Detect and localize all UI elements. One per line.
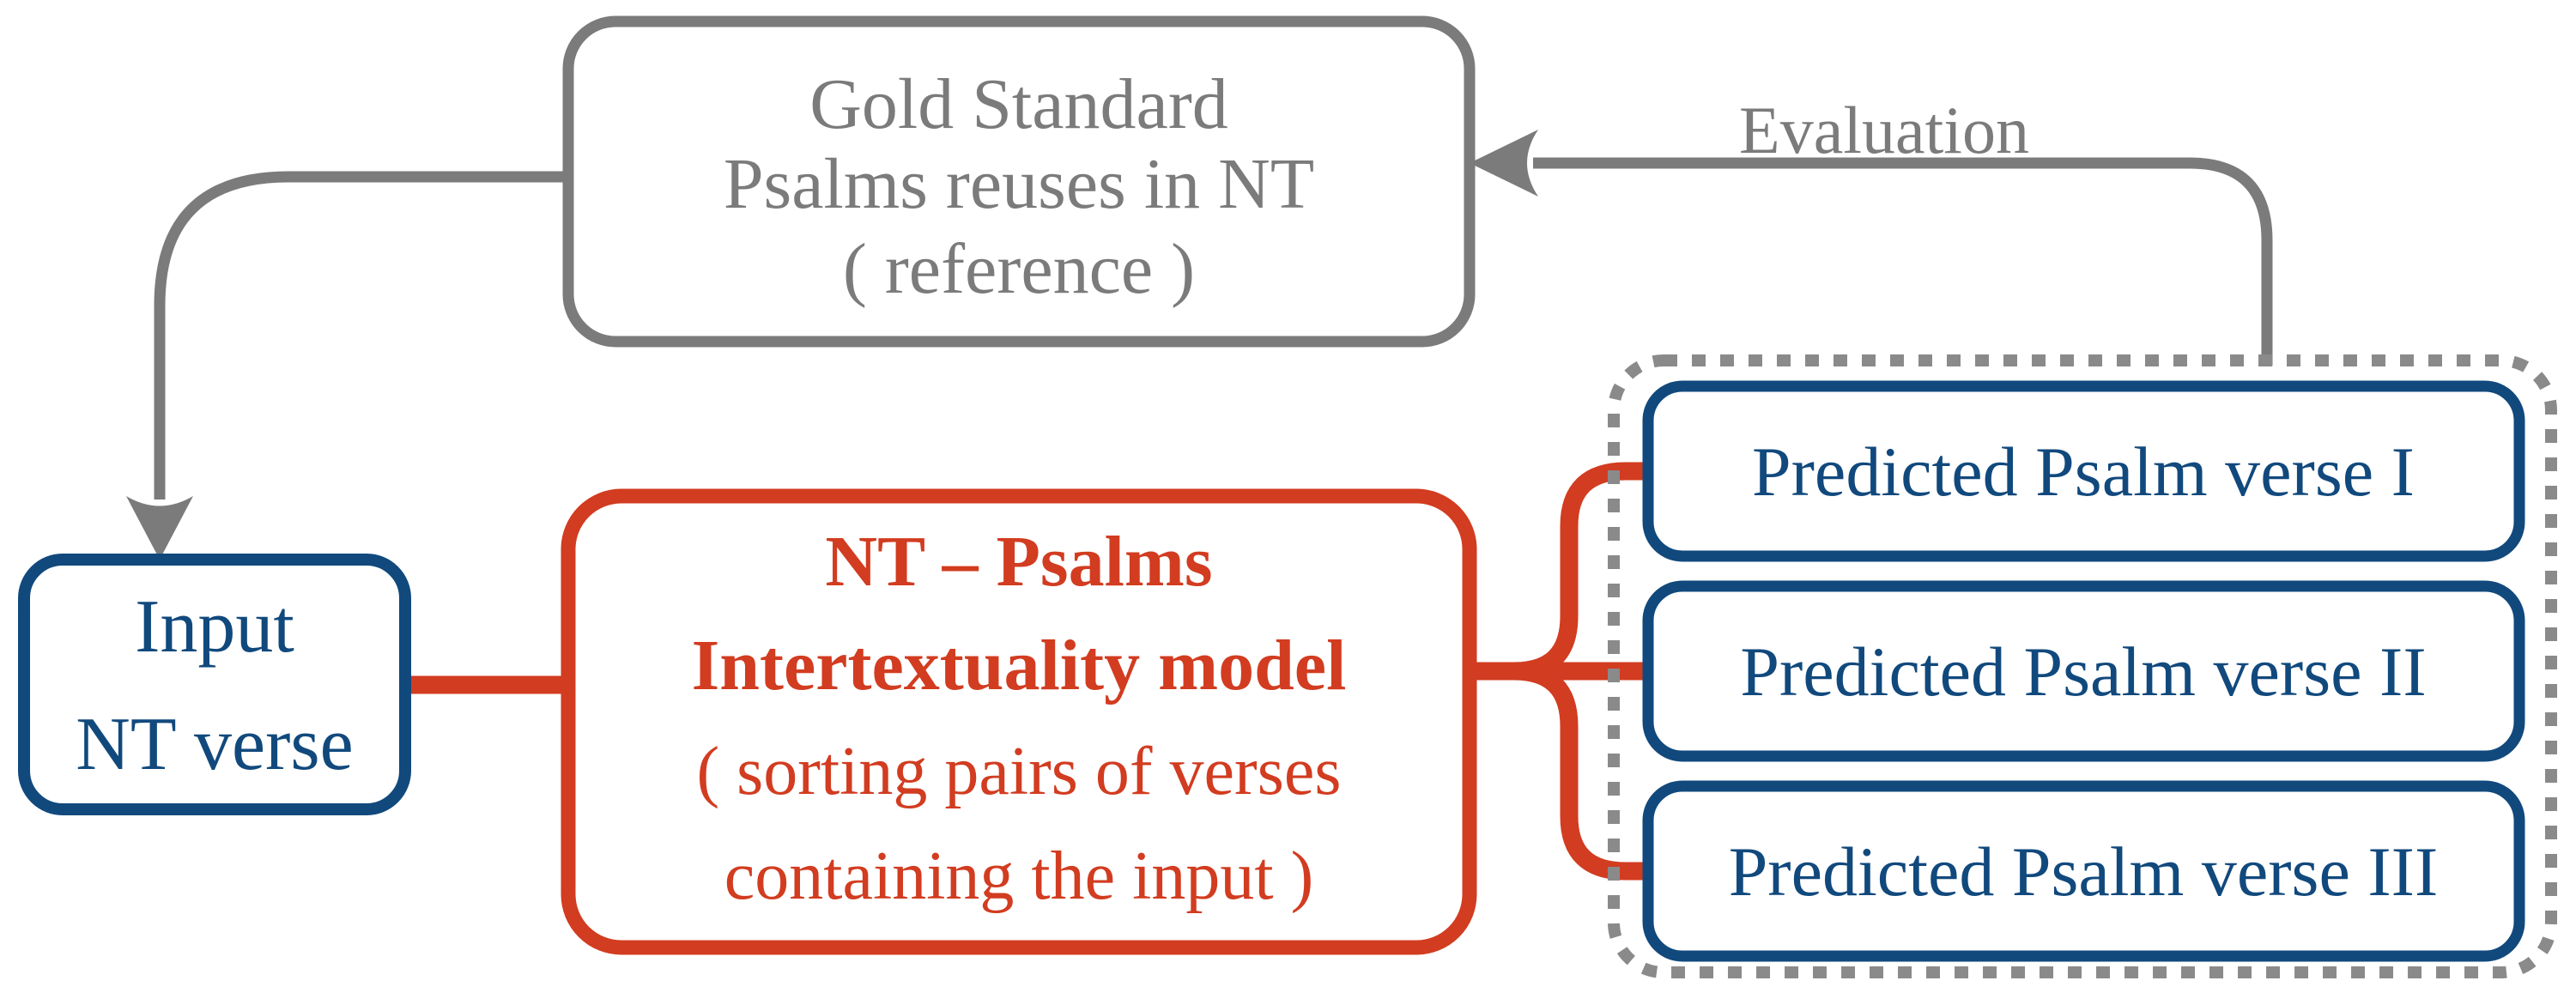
model-box-title-2: Intertextuality model: [692, 626, 1347, 705]
predicted-results-container: [1608, 354, 2557, 978]
gold-standard-line-2: Psalms reuses in NT: [724, 144, 1314, 224]
input-box-line-1: Input: [135, 585, 294, 669]
predicted-verse-1-label: Predicted Psalm verse I: [1752, 433, 2415, 511]
model-box-subtitle-1: ( sorting pairs of verses: [697, 734, 1342, 809]
predicted-verse-1-box: [1642, 380, 2525, 562]
arrowhead-left-icon: [1470, 130, 1538, 197]
predicted-verse-3-box: [1642, 780, 2525, 962]
model-box-title-1: NT – Psalms: [825, 522, 1212, 602]
model-to-verse1-branch-line: [1513, 462, 1646, 681]
model-to-verse3-branch-line: [1513, 662, 1646, 881]
evaluation-label: Evaluation: [1739, 93, 2029, 167]
gold-standard-line-1: Gold Standard: [809, 64, 1228, 144]
predicted-verse-2-box: [1642, 580, 2525, 762]
evaluation-connector-line: [1533, 157, 2273, 366]
input-box-line-2: NT verse: [76, 703, 353, 786]
predicted-verse-2-label: Predicted Psalm verse II: [1740, 633, 2426, 711]
model-box-subtitle-2: containing the input ): [724, 839, 1314, 914]
gold-standard-box: [562, 15, 1476, 348]
arrowhead-down-icon: [126, 496, 193, 560]
gold-standard-line-3: ( reference ): [843, 229, 1195, 309]
gold-to-input-connector-line: [154, 171, 568, 499]
intertextuality-model-box: [561, 488, 1477, 955]
predicted-verse-3-label: Predicted Psalm verse III: [1729, 832, 2439, 911]
input-nt-verse-box: [18, 554, 411, 815]
